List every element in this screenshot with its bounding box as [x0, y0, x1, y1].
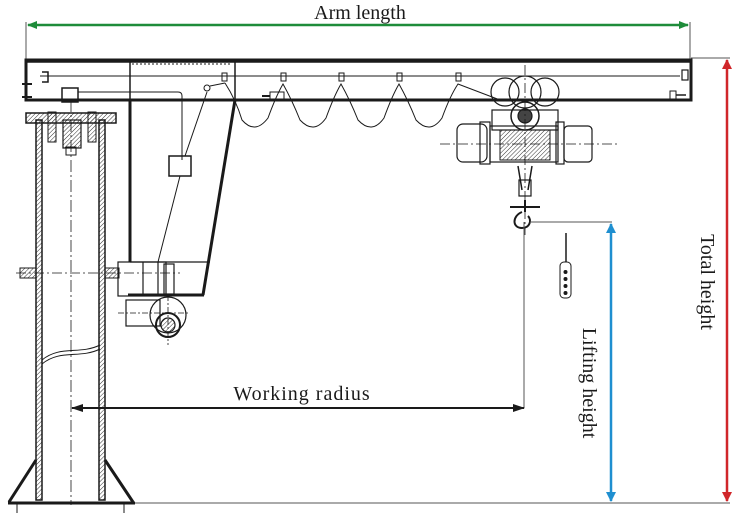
lifting-height-dimension: Lifting height [578, 223, 616, 502]
working-radius-label: Working radius [233, 383, 370, 405]
total-height-label: Total height [696, 234, 718, 330]
arm-length-dimension: Arm length [25, 2, 691, 60]
jib-arm [22, 58, 693, 102]
lifting-height-label: Lifting height [578, 328, 600, 439]
total-height-dimension: Total height [691, 57, 732, 502]
slewing-motor [117, 261, 190, 345]
trolley-wheel-left [490, 77, 520, 107]
pendant-control [559, 233, 572, 299]
pillar-column [16, 100, 180, 505]
festoon-cable [203, 72, 501, 128]
trolley-wheel-right [530, 77, 560, 107]
working-radius-dimension: Working radius [71, 221, 612, 412]
base-plate [7, 459, 135, 513]
arm-length-label: Arm length [314, 2, 406, 24]
festoon-trolleys [221, 72, 462, 82]
electric-wire-rope-hoist [440, 65, 618, 235]
